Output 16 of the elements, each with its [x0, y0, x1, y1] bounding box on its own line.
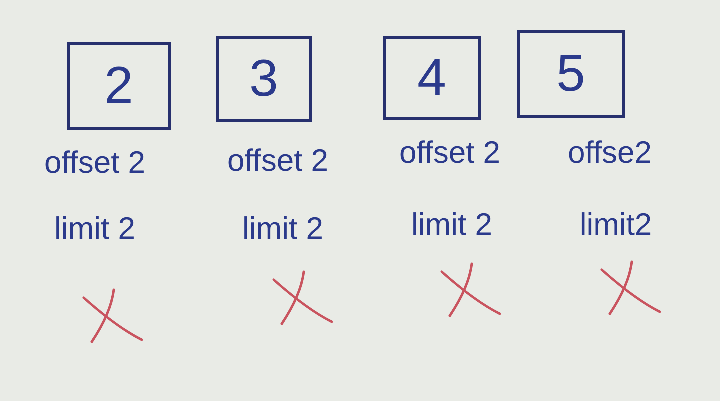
- limit-label: limit 2: [54, 212, 136, 246]
- number-box: [517, 30, 625, 118]
- offset-label: offse2: [568, 136, 652, 170]
- limit-label: limit2: [580, 208, 652, 242]
- number-box: [67, 42, 171, 130]
- number-label: 5: [556, 48, 586, 100]
- limit-label: limit 2: [242, 212, 324, 246]
- offset-label: offset 2: [227, 144, 329, 178]
- number-label: 2: [104, 60, 134, 112]
- number-label: 4: [418, 52, 446, 104]
- number-label: 3: [250, 53, 278, 105]
- number-box: [383, 36, 481, 120]
- number-box: [216, 36, 312, 122]
- limit-label: limit 2: [412, 208, 492, 242]
- offset-label: offset 2: [44, 146, 146, 180]
- offset-label: offset 2: [399, 136, 501, 170]
